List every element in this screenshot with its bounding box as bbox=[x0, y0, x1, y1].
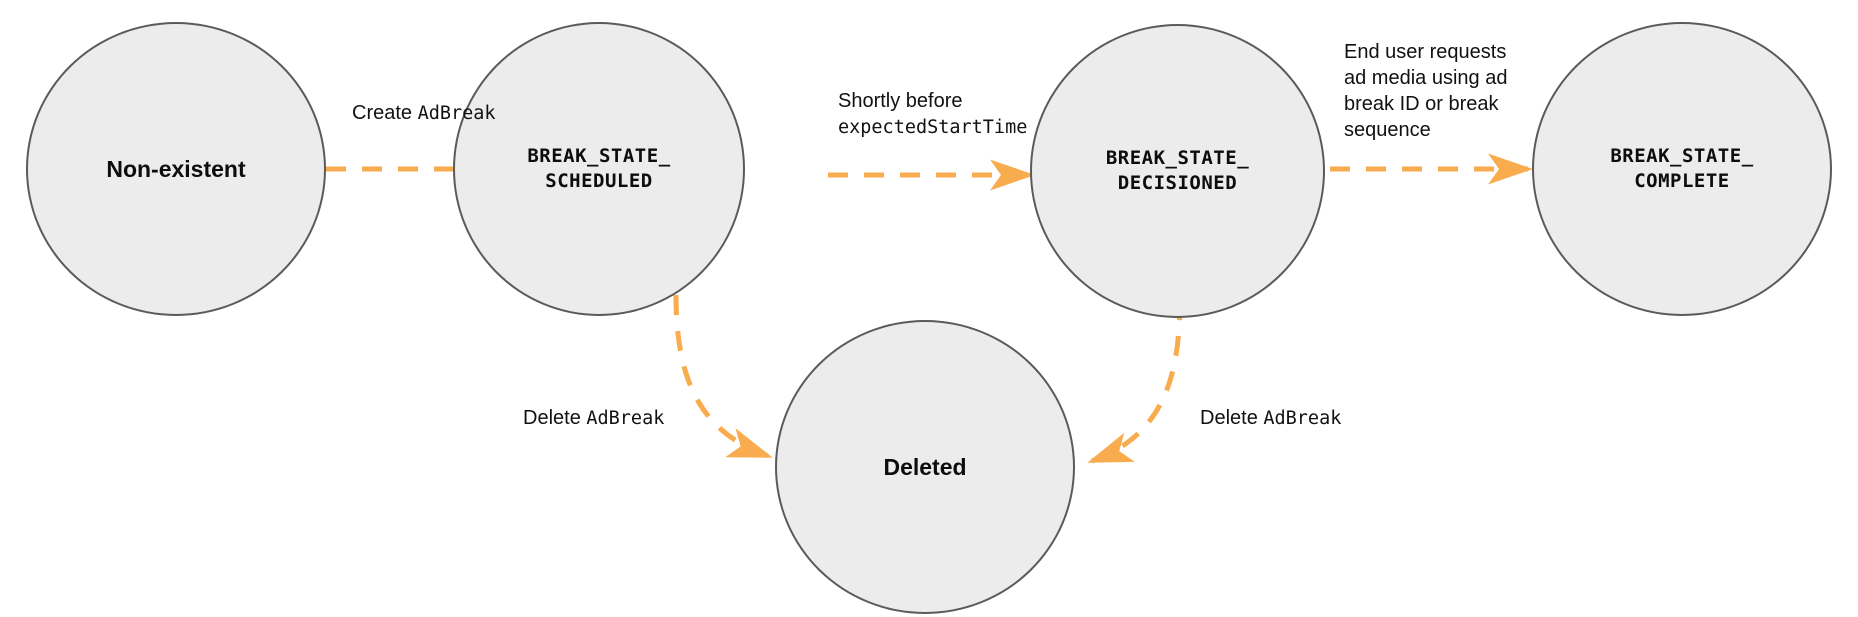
edge-label-line: End user requests bbox=[1344, 39, 1507, 65]
edge-label-text-sans: ad media using ad bbox=[1344, 67, 1508, 89]
edge-label-text-mono: expectedStartTime bbox=[838, 117, 1028, 138]
edge-label-text-sans: Create bbox=[352, 102, 418, 124]
state-node-break-state-decisioned[interactable]: BREAK_STATE_ DECISIONED bbox=[1030, 24, 1325, 318]
state-node-deleted[interactable]: Deleted bbox=[775, 320, 1075, 614]
edge-label-text-mono: AdBreak bbox=[417, 103, 496, 124]
state-node-non-existent[interactable]: Non-existent bbox=[26, 22, 326, 316]
edge-label-text-sans: Delete bbox=[1200, 407, 1264, 429]
edge-label-decision-to-complete: End user requests ad media using ad brea… bbox=[1344, 39, 1507, 143]
edge-label-text-mono: AdBreak bbox=[586, 408, 665, 429]
edge-label-schedule-to-decision: Shortly before expectedStartTime bbox=[838, 88, 1027, 140]
state-node-label: Deleted bbox=[883, 453, 967, 480]
edge-scheduled-delete bbox=[673, 294, 773, 459]
state-node-label: BREAK_STATE_ SCHEDULED bbox=[527, 144, 671, 192]
edge-label-line: ad media using ad bbox=[1344, 65, 1507, 91]
edge-decisioned-delete bbox=[1087, 299, 1183, 464]
state-node-label: BREAK_STATE_ DECISIONED bbox=[1105, 146, 1250, 194]
edge-label-line: Create AdBreak bbox=[352, 100, 496, 126]
edge-label-text-sans: break ID or break bbox=[1344, 93, 1499, 115]
edge-label-text-mono: AdBreak bbox=[1263, 408, 1342, 429]
state-node-break-state-scheduled[interactable]: BREAK_STATE_ SCHEDULED bbox=[453, 22, 745, 316]
edge-label-line: break ID or break bbox=[1344, 91, 1507, 117]
state-node-label: Non-existent bbox=[106, 155, 246, 182]
edge-label-line: sequence bbox=[1344, 117, 1507, 143]
edge-label-decisioned-delete: Delete AdBreak bbox=[1200, 405, 1341, 431]
edge-label-line: expectedStartTime bbox=[838, 114, 1027, 140]
edge-label-create: Create AdBreak bbox=[352, 100, 496, 126]
edge-label-text-sans: Delete bbox=[523, 407, 587, 429]
edge-label-text-sans: Shortly before bbox=[838, 90, 963, 112]
edge-label-line: Delete AdBreak bbox=[523, 405, 664, 431]
edge-label-line: Shortly before bbox=[838, 88, 1027, 114]
state-node-label: BREAK_STATE_ COMPLETE bbox=[1610, 144, 1754, 192]
edge-label-scheduled-delete: Delete AdBreak bbox=[523, 405, 664, 431]
edge-label-line: Delete AdBreak bbox=[1200, 405, 1341, 431]
edge-label-text-sans: End user requests bbox=[1344, 41, 1507, 63]
state-node-break-state-complete[interactable]: BREAK_STATE_ COMPLETE bbox=[1532, 22, 1832, 316]
edge-label-text-sans: sequence bbox=[1344, 119, 1431, 141]
